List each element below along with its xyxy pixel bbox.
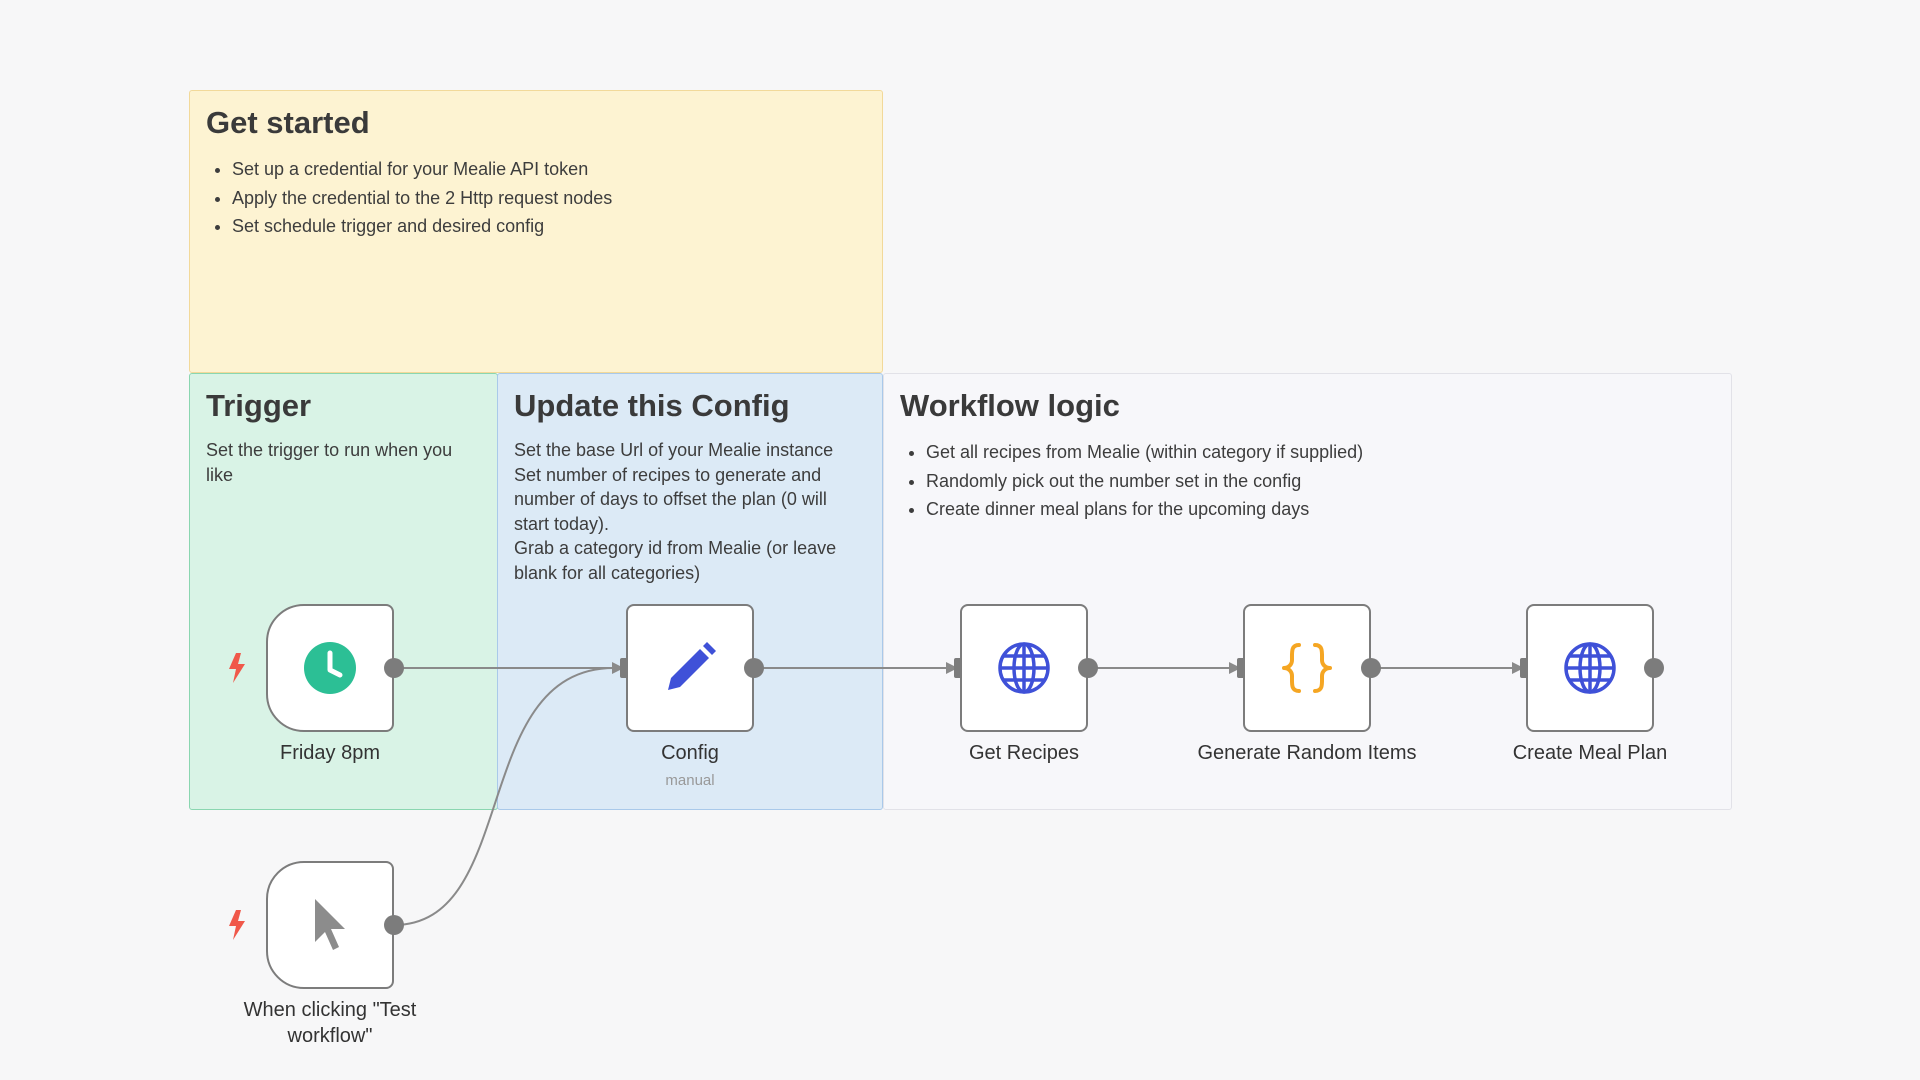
note-text: Set the trigger to run when you like bbox=[206, 440, 453, 485]
output-handle[interactable] bbox=[384, 915, 404, 935]
note-text: Set number of recipes to generate and nu… bbox=[514, 464, 827, 534]
note-list: Set up a credential for your Mealie API … bbox=[206, 155, 866, 241]
sticky-note-get-started[interactable]: Get started Set up a credential for your… bbox=[189, 90, 883, 373]
input-handle[interactable] bbox=[1237, 658, 1246, 678]
note-list-item: Apply the credential to the 2 Http reque… bbox=[232, 184, 866, 213]
sticky-note-workflow-logic[interactable]: Workflow logic Get all recipes from Meal… bbox=[883, 373, 1732, 810]
connection-manual-to-config[interactable] bbox=[393, 667, 615, 926]
output-handle[interactable] bbox=[384, 658, 404, 678]
clock-icon bbox=[304, 642, 356, 694]
input-handle[interactable] bbox=[954, 658, 963, 678]
node-generate-random-items[interactable] bbox=[1243, 604, 1371, 732]
note-title: Update this Config bbox=[514, 388, 790, 423]
output-handle[interactable] bbox=[744, 658, 764, 678]
node-schedule-trigger[interactable] bbox=[266, 604, 394, 732]
arrowhead bbox=[1512, 662, 1524, 674]
pencil-icon bbox=[668, 642, 716, 690]
trigger-bolt-icon bbox=[229, 653, 245, 683]
output-handle[interactable] bbox=[1644, 658, 1664, 678]
note-title: Workflow logic bbox=[900, 388, 1120, 423]
node-label: Get Recipes bbox=[968, 742, 1080, 764]
code-braces-icon bbox=[1282, 643, 1332, 693]
node-label: Config bbox=[661, 742, 719, 764]
node-label: Friday 8pm bbox=[279, 742, 381, 764]
note-list-item: Randomly pick out the number set in the … bbox=[926, 467, 1715, 496]
node-config[interactable] bbox=[626, 604, 754, 732]
input-handle[interactable] bbox=[620, 658, 629, 678]
output-handle[interactable] bbox=[1078, 658, 1098, 678]
globe-icon bbox=[998, 642, 1050, 694]
node-manual-trigger[interactable] bbox=[266, 861, 394, 989]
note-text: Grab a category id from Mealie (or leave… bbox=[514, 538, 837, 583]
node-get-recipes[interactable] bbox=[960, 604, 1088, 732]
note-text: Set the base Url of your Mealie instance bbox=[514, 440, 834, 460]
node-sublabel: manual bbox=[665, 772, 715, 789]
node-label: Create Meal Plan bbox=[1512, 742, 1668, 764]
note-list-item: Get all recipes from Mealie (within cate… bbox=[926, 438, 1715, 467]
node-create-meal-plan[interactable] bbox=[1526, 604, 1654, 732]
node-label: When clicking "Test workflow" bbox=[243, 999, 417, 1047]
note-title: Get started bbox=[206, 105, 370, 140]
output-handle[interactable] bbox=[1361, 658, 1381, 678]
trigger-bolt-icon bbox=[229, 910, 245, 940]
globe-icon bbox=[1564, 642, 1616, 694]
arrowhead bbox=[612, 662, 624, 674]
note-list-item: Create dinner meal plans for the upcomin… bbox=[926, 495, 1715, 524]
sticky-note-config[interactable]: Update this Config Set the base Url of y… bbox=[497, 373, 883, 810]
arrowhead bbox=[1229, 662, 1241, 674]
cursor-icon bbox=[315, 899, 345, 950]
note-list-item: Set schedule trigger and desired config bbox=[232, 212, 866, 241]
note-list-item: Set up a credential for your Mealie API … bbox=[232, 155, 866, 184]
note-list: Get all recipes from Mealie (within cate… bbox=[900, 438, 1715, 524]
input-handle[interactable] bbox=[1520, 658, 1529, 678]
note-title: Trigger bbox=[206, 388, 312, 423]
node-label: Generate Random Items bbox=[1197, 742, 1417, 764]
sticky-note-trigger[interactable]: Trigger Set the trigger to run when you … bbox=[189, 373, 498, 810]
arrowhead bbox=[946, 662, 958, 674]
